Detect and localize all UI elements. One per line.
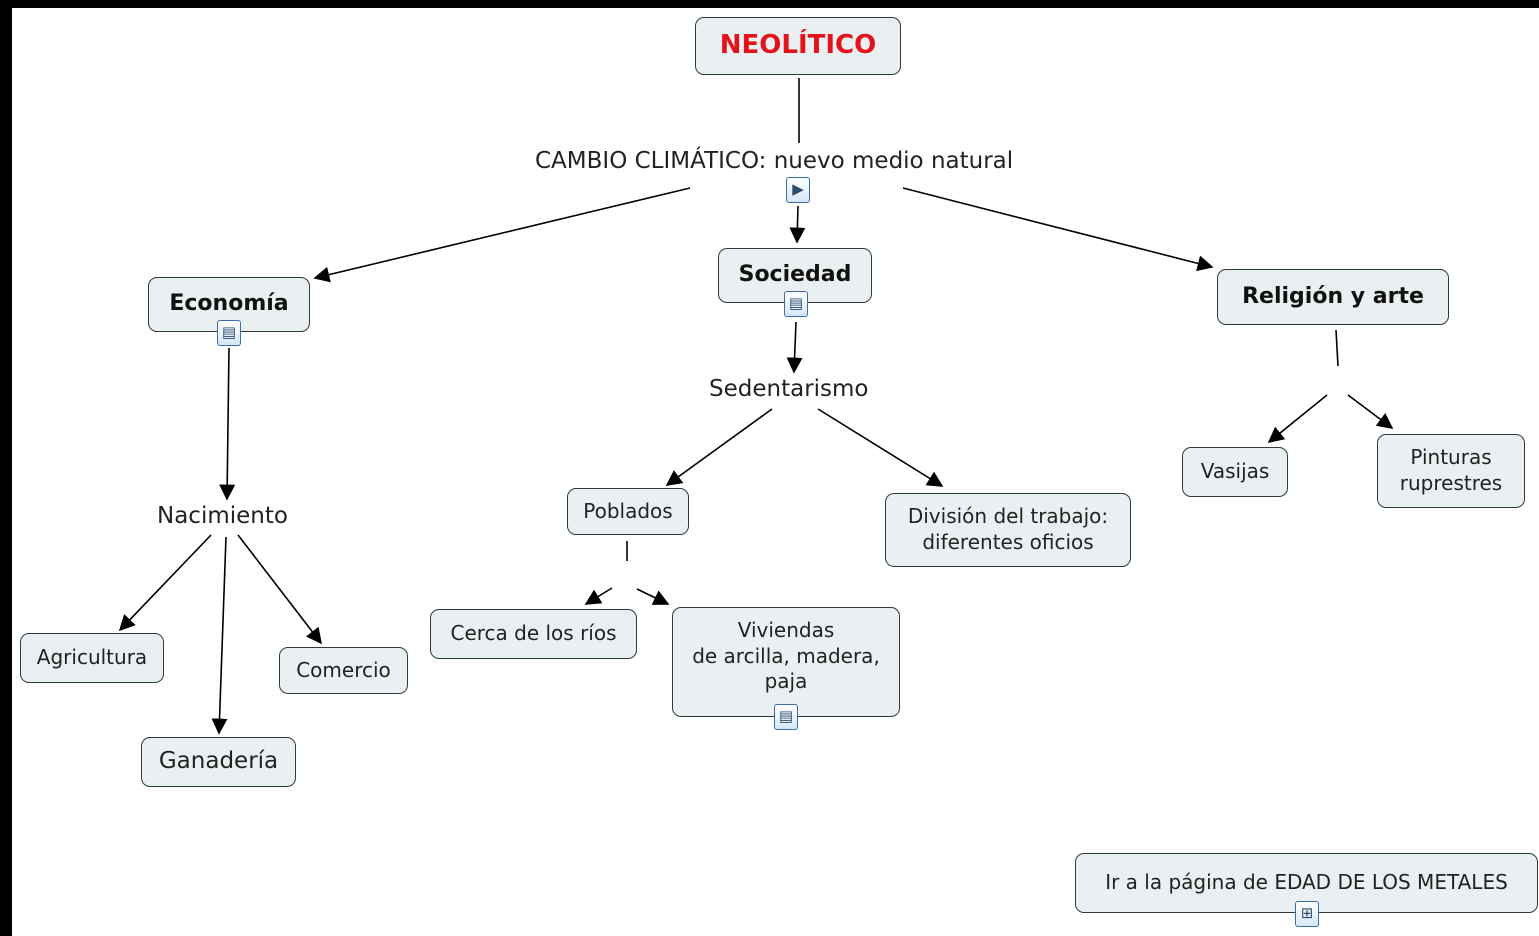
link-sedentarismo-division [817,408,944,487]
node-division-trabajo: División del trabajo: diferentes oficios [885,493,1131,567]
node-cerca-rios: Cerca de los ríos [430,609,637,659]
nacimiento-text: Nacimiento [157,503,288,529]
vasijas-text: Vasijas [1200,459,1270,484]
viviendas-document-icon[interactable]: ▤ [774,704,798,730]
division-trabajo-text: División del trabajo: diferentes oficios [907,504,1109,554]
economia-document-icon[interactable]: ▤ [217,320,241,346]
neolitico-title-text: NEOLÍTICO [719,30,877,61]
link-nacimiento-ganaderia [211,536,228,735]
concept-nacimiento: Nacimiento [157,503,288,529]
link-cambio-sociedad [789,205,806,244]
religion-arte-text: Religión y arte [1242,283,1424,309]
node-viviendas: Viviendas de arcilla, madera, paja [672,607,900,717]
ganaderia-text: Ganadería [158,748,279,775]
node-ganaderia: Ganadería [141,737,296,787]
sociedad-text: Sociedad [738,262,852,288]
economia-text: Economía [169,291,289,317]
link-sedentarismo-poblados [665,408,773,486]
link-economia-nacimiento [219,347,236,501]
link-sociedad-sedentarismo [786,321,803,374]
link-nacimiento-agricultura [118,534,212,632]
node-poblados: Poblados [567,488,689,535]
cambio-climatico-text: CAMBIO CLIMÁTICO: nuevo medio natural [535,148,1014,174]
concept-cambio-climatico: CAMBIO CLIMÁTICO: nuevo medio natural [535,148,1013,174]
animation-resource-icon[interactable]: ▶ [786,177,810,203]
node-neolitico-title: NEOLÍTICO [695,17,901,75]
link-poblados-cerca [584,587,613,605]
link-edad-metales-text[interactable]: Ir a la página de EDAD DE LOS METALES [1105,870,1508,895]
concept-sedentarismo: Sedentarismo [709,376,869,402]
cerca-rios-text: Cerca de los ríos [450,621,617,646]
link-poblados-viviendas [636,588,670,605]
poblados-text: Poblados [583,498,673,523]
comercio-text: Comercio [296,657,391,682]
link-religion-vasijas [1267,394,1328,444]
node-pinturas-ruprestres: Pinturas ruprestres [1377,434,1525,508]
sociedad-document-icon[interactable]: ▤ [784,291,808,317]
node-agricultura: Agricultura [20,633,164,683]
viviendas-text: Viviendas de arcilla, madera, paja [692,618,880,694]
link-religion-stub [1335,329,1339,367]
link-nacimiento-comercio [237,534,322,645]
node-economia: Economía [148,277,310,332]
node-vasijas: Vasijas [1182,447,1288,497]
node-comercio: Comercio [279,647,408,694]
node-religion-arte: Religión y arte [1217,269,1449,325]
sedentarismo-text: Sedentarismo [709,376,869,402]
link-religion-pinturas [1347,394,1394,429]
concept-map-link-icon[interactable]: ⊞ [1295,901,1319,927]
link-cambio-religion [902,187,1214,272]
agricultura-text: Agricultura [36,645,148,670]
pinturas-ruprestres-text: Pinturas ruprestres [1399,445,1503,495]
link-cambio-economia [313,187,691,283]
